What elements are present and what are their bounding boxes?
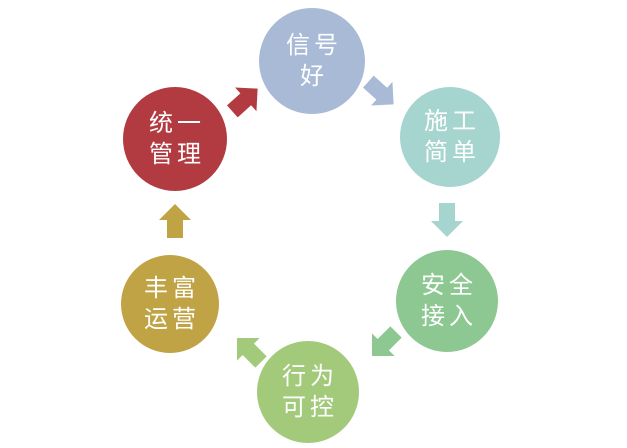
- cycle-node-access: 安全 接入: [396, 250, 498, 352]
- arrow-behavior-to-operation-icon: [236, 337, 267, 368]
- node-construction-label-line1: 施工: [424, 107, 480, 135]
- cycle-node-operation: 丰富 运营: [121, 255, 219, 353]
- node-construction-label-line2: 简单: [424, 138, 480, 166]
- node-operation-label-line2: 运营: [144, 305, 200, 333]
- node-access-label-line1: 安全: [421, 271, 477, 299]
- node-behavior-label-line1: 行为: [282, 362, 338, 390]
- node-signal-label-line1: 信号: [286, 31, 342, 59]
- arrow-access-to-behavior-icon: [371, 326, 402, 357]
- cycle-node-signal: 信号 好: [259, 8, 365, 114]
- arrow-construction-to-access-icon: [431, 203, 463, 237]
- node-behavior-label-line2: 可控: [282, 393, 338, 421]
- cycle-node-construction: 施工 简单: [400, 87, 500, 187]
- arrow-operation-to-management-icon: [159, 204, 191, 238]
- arrow-management-to-signal-icon: [227, 87, 258, 118]
- node-operation-label-line1: 丰富: [144, 274, 200, 302]
- cycle-node-behavior: 行为 可控: [257, 341, 359, 443]
- node-access-label-line2: 接入: [421, 302, 477, 330]
- arrow-signal-to-construction-icon: [363, 75, 394, 106]
- node-signal-label-line2: 好: [300, 62, 328, 90]
- node-management-label-line2: 管理: [149, 140, 205, 168]
- cycle-node-management: 统一 管理: [123, 87, 227, 191]
- node-management-label-line1: 统一: [149, 109, 205, 137]
